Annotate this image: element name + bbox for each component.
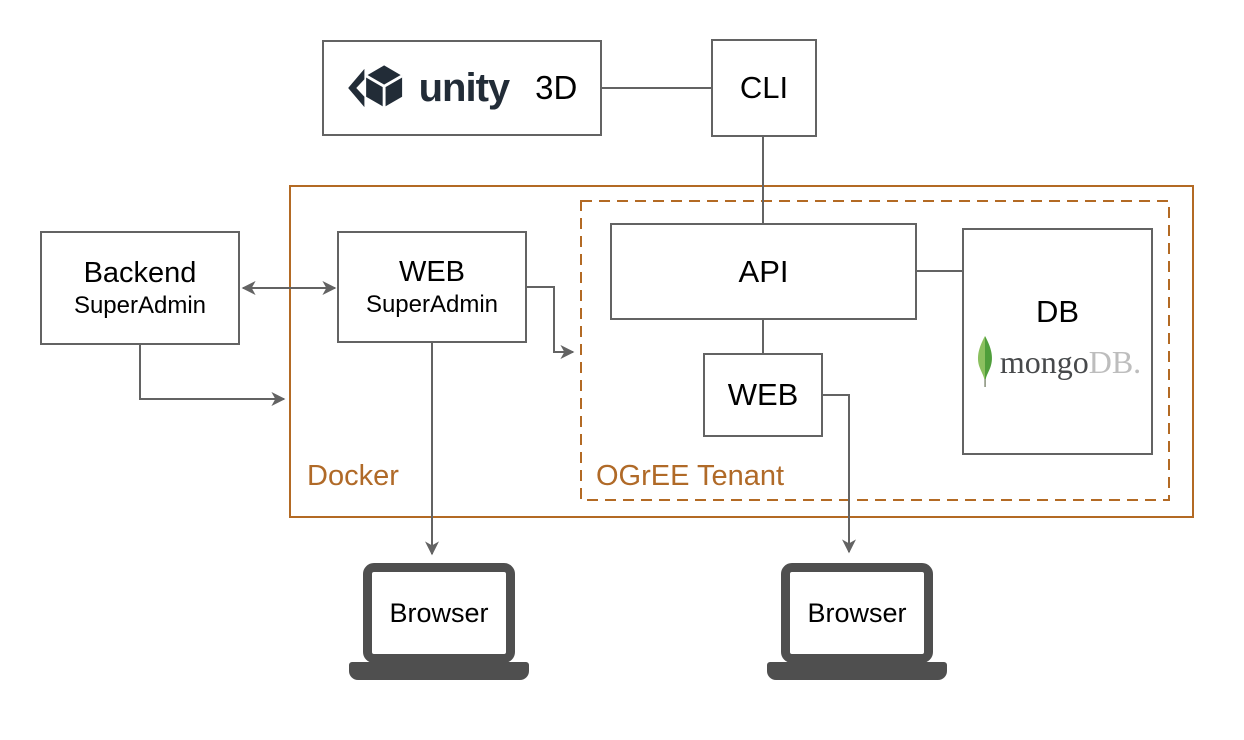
- cli-label: CLI: [739, 70, 789, 106]
- backend-superadmin-node: Backend SuperAdmin: [40, 231, 240, 345]
- web-superadmin-node: WEB SuperAdmin: [337, 231, 527, 343]
- unity-3d-suffix: 3D: [535, 69, 578, 107]
- web-tenant-label: WEB: [727, 377, 799, 413]
- docker-container-label: Docker: [307, 460, 399, 492]
- unity-logo-icon: [347, 60, 405, 116]
- browser-right-label: Browser: [807, 597, 907, 628]
- unity-3d-node: unity 3D: [322, 40, 602, 136]
- browser-right-node: Browser: [767, 563, 947, 683]
- cli-node: CLI: [711, 39, 817, 137]
- web-superadmin-title: WEB: [398, 255, 466, 288]
- mongodb-logo: mongoDB.: [974, 335, 1141, 389]
- edge-backend-docker: [139, 345, 286, 406]
- api-label: API: [738, 253, 789, 289]
- mongodb-wordmark-light: DB.: [1088, 343, 1142, 380]
- web-superadmin-subtitle: SuperAdmin: [365, 290, 499, 318]
- browser-left-label: Browser: [389, 597, 489, 628]
- edge-websa-ogree: [527, 286, 575, 359]
- browser-left-node: Browser: [349, 563, 529, 683]
- mongodb-wordmark-dark: mongo: [999, 343, 1089, 380]
- edge-webtenant-browser: [823, 394, 856, 554]
- backend-subtitle: SuperAdmin: [73, 291, 207, 319]
- web-tenant-node: WEB: [703, 353, 823, 437]
- unity-wordmark: unity: [418, 66, 511, 110]
- ogree-tenant-container-label: OGrEE Tenant: [596, 460, 785, 492]
- api-node: API: [610, 223, 917, 320]
- mongodb-leaf-icon: [974, 335, 996, 389]
- db-label: DB: [1035, 293, 1080, 329]
- laptop-screen: Browser: [363, 563, 515, 663]
- laptop-screen: Browser: [781, 563, 933, 663]
- laptop-base: [767, 662, 947, 680]
- laptop-base: [349, 662, 529, 680]
- db-node: DB mongoDB.: [962, 228, 1153, 455]
- backend-title: Backend: [83, 256, 197, 289]
